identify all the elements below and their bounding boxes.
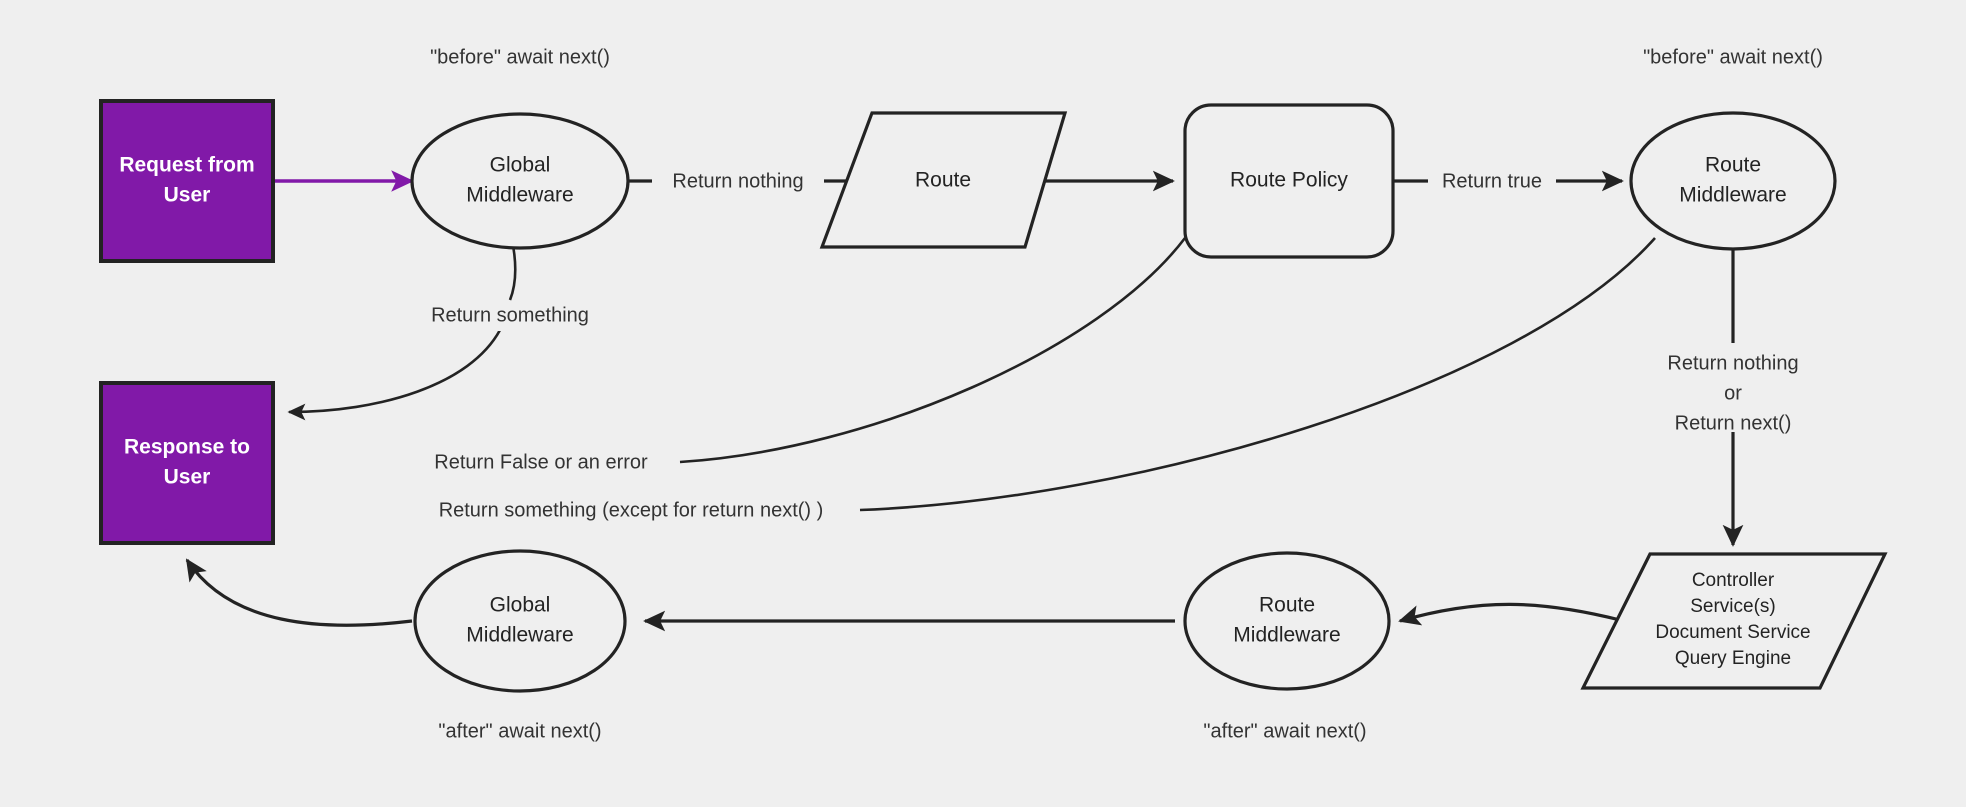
edge-label-return-true: Return true: [1442, 170, 1542, 192]
controller-stack-label-line3: Document Service: [1655, 622, 1810, 643]
label-bg-return-something: [410, 301, 610, 331]
route-middleware-before-ellipse[interactable]: [1629, 111, 1837, 251]
label-bg-return-nothing-or-next: [1640, 348, 1828, 432]
response-to-user-label-line2: User: [164, 466, 211, 489]
node-route[interactable]: Route: [819, 111, 1068, 249]
annotation-before-global: "before" await next(): [430, 46, 610, 68]
controller-stack-label-line4: Query Engine: [1675, 648, 1791, 669]
route-label: Route: [915, 169, 971, 192]
node-route-middleware-after[interactable]: Route Middleware: [1183, 551, 1391, 691]
edge-label-return-nothing-multiline-2: or: [1724, 382, 1742, 404]
edge-global-middleware-after-to-response: [185, 558, 413, 627]
request-from-user-label-line2: User: [164, 184, 211, 207]
edge-label-return-something: Return something: [431, 304, 589, 326]
edge-label-return-nothing-multiline-1: Return nothing: [1667, 352, 1798, 374]
annotation-after-route: "after" await next(): [1203, 720, 1366, 742]
controller-stack-label-line1: Controller: [1692, 570, 1775, 591]
edge-label-return-nothing: Return nothing: [672, 170, 803, 192]
controller-stack-parallelogram[interactable]: [1580, 552, 1888, 690]
edge-controller-to-route-middleware-after: [1398, 602, 1621, 626]
edge-policy-to-error-label: [679, 237, 1187, 464]
label-bg-return-false-error: [410, 447, 672, 477]
node-global-middleware-before[interactable]: Global Middleware: [410, 112, 630, 250]
route-policy-box[interactable]: [1183, 103, 1395, 259]
edge-label-return-nothing-multiline-3: Return next(): [1675, 412, 1792, 434]
route-middleware-after-ellipse[interactable]: [1183, 551, 1391, 691]
global-middleware-after-label-line2: Middleware: [466, 624, 573, 647]
route-middleware-before-label-line1: Route: [1705, 154, 1761, 177]
global-middleware-after-ellipse[interactable]: [413, 549, 627, 693]
node-request-from-user[interactable]: Request from User: [99, 99, 275, 263]
node-route-middleware-before[interactable]: Route Middleware: [1629, 111, 1837, 251]
route-middleware-before-label-line2: Middleware: [1679, 184, 1786, 207]
route-policy-label: Route Policy: [1230, 169, 1348, 192]
label-bg-return-true: [1428, 166, 1556, 196]
route-parallelogram[interactable]: [819, 111, 1068, 249]
label-bg-return-something-except-next: [410, 495, 852, 525]
global-middleware-after-label-line1: Global: [490, 594, 551, 617]
node-global-middleware-after[interactable]: Global Middleware: [413, 549, 627, 693]
route-middleware-after-label-line1: Route: [1259, 594, 1315, 617]
annotation-before-route: "before" await next(): [1643, 46, 1823, 68]
request-from-user-box[interactable]: [99, 99, 275, 263]
response-to-user-label-line1: Response to: [124, 436, 250, 459]
node-controller-stack[interactable]: Controller Service(s) Document Service Q…: [1580, 552, 1888, 690]
edge-routemw-to-except-label: [859, 237, 1656, 512]
node-route-policy[interactable]: Route Policy: [1183, 103, 1395, 259]
response-to-user-box[interactable]: [99, 381, 275, 545]
edge-global-return-something-lower: [287, 329, 502, 421]
edge-label-return-something-except-next: Return something (except for return next…: [439, 499, 824, 521]
node-response-to-user[interactable]: Response to User: [99, 381, 275, 545]
controller-stack-label-line2: Service(s): [1690, 596, 1776, 617]
global-middleware-before-label-line2: Middleware: [466, 184, 573, 207]
annotation-after-global: "after" await next(): [438, 720, 601, 742]
route-middleware-after-label-line2: Middleware: [1233, 624, 1340, 647]
label-bg-return-nothing: [652, 166, 824, 196]
request-from-user-label-line1: Request from: [119, 154, 254, 177]
edge-label-return-false-or-error: Return False or an error: [434, 451, 648, 473]
global-middleware-before-ellipse[interactable]: [410, 112, 630, 250]
global-middleware-before-label-line1: Global: [490, 154, 551, 177]
